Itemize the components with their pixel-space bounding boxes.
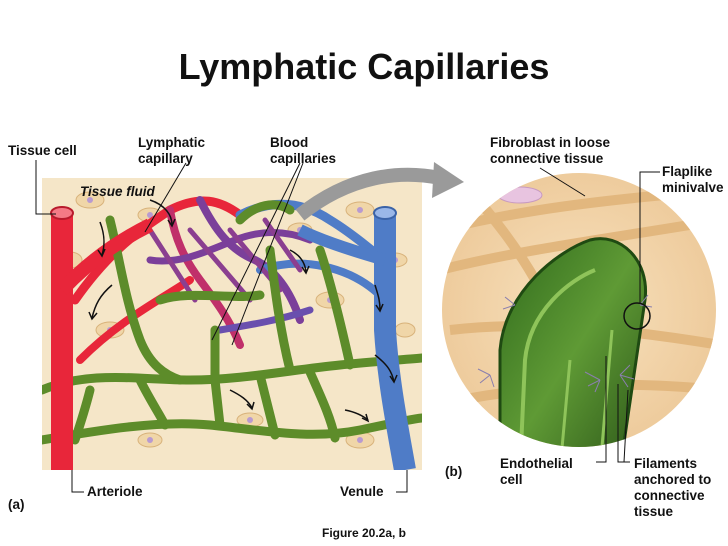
filaments-leader-2 [623,389,630,463]
label-endothelial-cell: Endothelial cell [500,456,573,488]
blood-capillaries-leader-2 [231,162,304,346]
minivalve-leader [639,171,660,303]
label-fibroblast: Fibroblast in loose connective tissue [490,135,610,167]
label-filaments: Filaments anchored to connective tissue [634,456,711,520]
fibroblast-cell [497,186,543,204]
label-panel-b: (b) [445,464,463,479]
label-filaments-line-4: tissue [634,504,674,519]
label-tissue-cell: Tissue cell [8,143,77,158]
label-arteriole: Arteriole [87,484,143,499]
label-endothelial-cell-line-1: Endothelial [500,456,573,471]
panel-a-tissue [42,178,422,470]
label-lymphatic-capillary-line-2: capillary [138,151,193,166]
label-fibroblast-line-2: connective tissue [490,151,604,166]
zoom-arrow [295,167,442,221]
tissue-cell-leader [35,160,56,215]
label-filaments-line-1: Filaments [634,456,698,471]
label-panel-a: (a) [8,497,25,512]
label-lymphatic-capillary: Lymphatic capillary [138,135,205,167]
label-filaments-line-2: anchored to [634,472,712,487]
label-endothelial-cell-line-2: cell [500,472,523,487]
label-flaplike-minivalve: Flaplike minivalve [662,164,724,196]
label-tissue-fluid: Tissue fluid [80,184,155,199]
arteriole-vessel [50,206,154,470]
label-flaplike-minivalve-line-1: Flaplike [662,164,713,179]
panel-a-leader-lines [35,160,408,493]
panel-b-leader-lines [539,167,660,463]
endothelial-cell-leader [596,356,607,463]
figure-caption: Figure 20.2a, b [321,526,407,540]
label-blood-capillaries-line-1: Blood [270,135,309,150]
minivalve-highlight [623,302,651,330]
lymphatic-capillary-tube [498,237,648,447]
lymphatic-network [42,200,422,445]
label-flaplike-minivalve-line-2: minivalve [662,180,724,195]
label-blood-capillaries-line-2: capillaries [270,151,337,166]
label-venule: Venule [340,484,384,499]
flow-arrows [88,199,398,423]
label-fibroblast-line-1: Fibroblast in loose [490,135,611,150]
label-lymphatic-capillary-line-1: Lymphatic [138,135,206,150]
venule-leader [396,470,408,493]
label-filaments-line-3: connective [634,488,705,503]
blood-capillaries-leader-1 [211,162,301,341]
arteriole-leader [71,470,84,493]
fibroblast-leader [539,167,586,197]
page-title: Lymphatic Capillaries [178,46,550,87]
zoom-arrowhead [432,162,464,198]
label-blood-capillaries: Blood capillaries [270,135,336,167]
lymphatic-capillary-leader [144,162,187,233]
panel-b-magnified-view [440,171,718,449]
venule-vessel [297,206,416,470]
